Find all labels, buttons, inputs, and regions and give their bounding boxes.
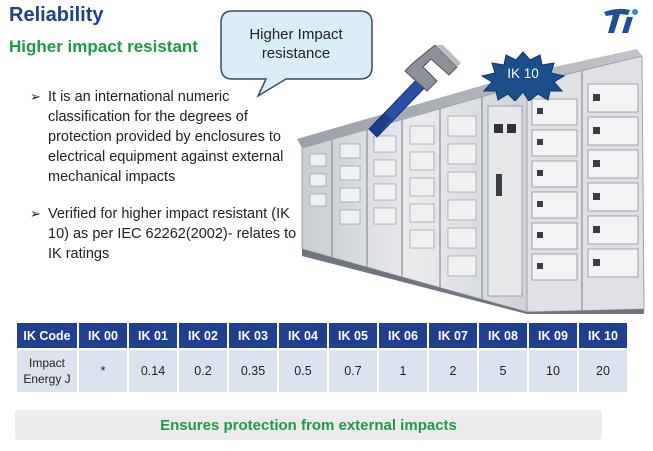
bullet-item: ➢ Verified for higher impact resistant (… — [30, 204, 310, 264]
table-header-cell: IK 01 — [127, 321, 179, 350]
arrow-bullet-icon: ➢ — [30, 89, 41, 104]
table-header-cell: IK 03 — [227, 321, 279, 350]
table-cell: 10 — [527, 348, 579, 394]
table-cell: 1 — [377, 348, 429, 394]
ik10-badge: IK 10 — [476, 51, 570, 102]
callout-line-2: resistance — [261, 45, 331, 62]
bullet-text: Verified for higher impact resistant (IK… — [48, 206, 297, 262]
table-header-cell: IK 04 — [277, 321, 329, 350]
ik-rating-table: IK Code IK 00 IK 01 IK 02 IK 03 IK 04 IK… — [15, 321, 629, 394]
table-header-row: IK Code IK 00 IK 01 IK 02 IK 03 IK 04 IK… — [15, 321, 629, 350]
table-cell: 0.5 — [277, 348, 329, 394]
table-cell: 20 — [577, 348, 629, 394]
arrow-bullet-icon: ➢ — [30, 206, 41, 221]
badge-label: IK 10 — [507, 66, 539, 81]
bullet-item: ➢ It is an international numeric classif… — [30, 87, 310, 187]
table-header-cell: IK 09 — [527, 321, 579, 350]
table-cell: 0.35 — [227, 348, 279, 394]
footer-text: Ensures protection from external impacts — [160, 417, 457, 434]
footer-banner: Ensures protection from external impacts — [15, 410, 602, 440]
table-row: Impact Energy J * 0.14 0.2 0.35 0.5 0.7 … — [15, 348, 629, 394]
table-row-label: Impact Energy J — [15, 348, 79, 394]
page-subtitle: Higher impact resistant — [9, 37, 198, 56]
row-label-line-1: Impact — [28, 356, 65, 370]
callout-bubble: Higher Impact resistance — [220, 10, 390, 100]
table-header-cell: IK 10 — [577, 321, 629, 350]
table-cell: 2 — [427, 348, 479, 394]
callout-text: Higher Impact resistance — [220, 25, 372, 63]
bullet-text: It is an international numeric classific… — [48, 89, 284, 185]
table-header-cell: IK 02 — [177, 321, 229, 350]
row-label-line-2: Energy J — [23, 372, 71, 386]
callout-line-1: Higher Impact — [249, 26, 343, 43]
hammer-icon — [365, 41, 465, 145]
ti-logo-icon — [600, 6, 642, 36]
table-header-cell: IK 07 — [427, 321, 479, 350]
table-header-cell: IK 05 — [327, 321, 379, 350]
table-cell: 0.2 — [177, 348, 229, 394]
table-cell: 5 — [477, 348, 529, 394]
bullet-list: ➢ It is an international numeric classif… — [30, 87, 310, 281]
table-header-cell: IK 08 — [477, 321, 529, 350]
page-title: Reliability — [9, 4, 104, 26]
table-header-cell: IK 00 — [77, 321, 129, 350]
table-header-cell: IK 06 — [377, 321, 429, 350]
table-cell: 0.14 — [127, 348, 179, 394]
table-cell: * — [77, 348, 129, 394]
switchgear-panel-image — [292, 44, 647, 314]
table-cell: 0.7 — [327, 348, 379, 394]
table-header-cell: IK Code — [15, 321, 79, 350]
